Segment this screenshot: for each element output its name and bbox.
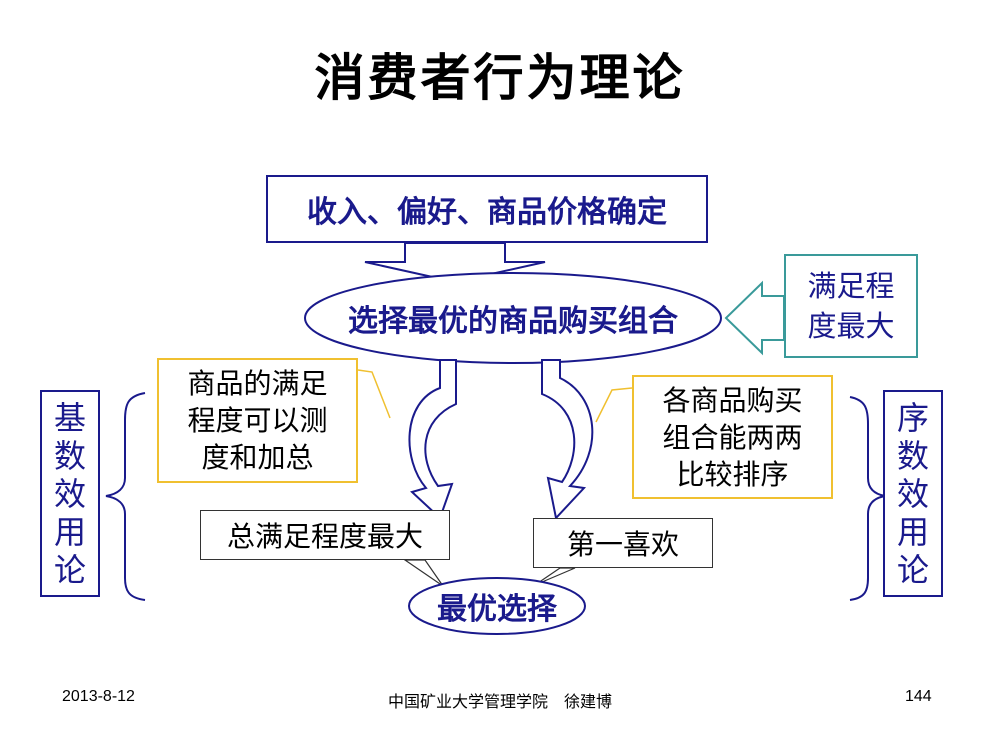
satisfy-box: 满足程 度最大 bbox=[784, 254, 918, 358]
right-note-box: 各商品购买 组合能两两 比较排序 bbox=[632, 375, 833, 499]
right-side-char: 序 bbox=[896, 398, 929, 437]
bottom-ellipse-shape bbox=[408, 577, 586, 635]
left-note-leader bbox=[357, 369, 391, 419]
left-side-char: 数 bbox=[53, 436, 86, 475]
left-brace bbox=[105, 392, 146, 601]
right-curved-arrow-icon bbox=[541, 359, 594, 521]
left-side-char: 基 bbox=[53, 398, 86, 437]
slide-title: 消费者行为理论 bbox=[314, 49, 686, 107]
right-brace bbox=[849, 396, 886, 601]
right-side-char: 论 bbox=[896, 550, 929, 589]
bottom-ellipse-label: 最优选择 bbox=[437, 592, 557, 627]
right-side-char: 用 bbox=[896, 512, 929, 551]
left-side-char: 用 bbox=[53, 512, 86, 551]
right-result-pointer bbox=[534, 567, 576, 586]
right-side-box: 序 数 效 用 论 bbox=[883, 390, 943, 597]
left-arrow-icon bbox=[724, 280, 785, 356]
footer-date: 2013-8-12 bbox=[62, 688, 135, 705]
center-ellipse-label: 选择最优的商品购买组合 bbox=[348, 304, 678, 339]
center-ellipse-shape bbox=[304, 272, 722, 364]
down-arrow-icon bbox=[364, 242, 546, 284]
right-result-box: 第一喜欢 bbox=[533, 518, 713, 568]
top-condition-box: 收入、偏好、商品价格确定 bbox=[266, 175, 708, 243]
right-note-leader bbox=[595, 387, 633, 423]
footer-page-number: 144 bbox=[905, 688, 932, 705]
left-note-box: 商品的满足 程度可以测 度和加总 bbox=[157, 358, 358, 483]
left-side-char: 效 bbox=[53, 474, 86, 513]
left-curved-arrow-icon bbox=[408, 359, 457, 520]
footer-institution: 中国矿业大学管理学院 徐建博 bbox=[387, 692, 612, 711]
right-side-char: 数 bbox=[896, 436, 929, 475]
left-side-box: 基 数 效 用 论 bbox=[40, 390, 100, 597]
left-result-box: 总满足程度最大 bbox=[200, 510, 450, 560]
left-result-pointer bbox=[403, 559, 444, 587]
left-side-char: 论 bbox=[53, 550, 86, 589]
right-side-char: 效 bbox=[896, 474, 929, 513]
